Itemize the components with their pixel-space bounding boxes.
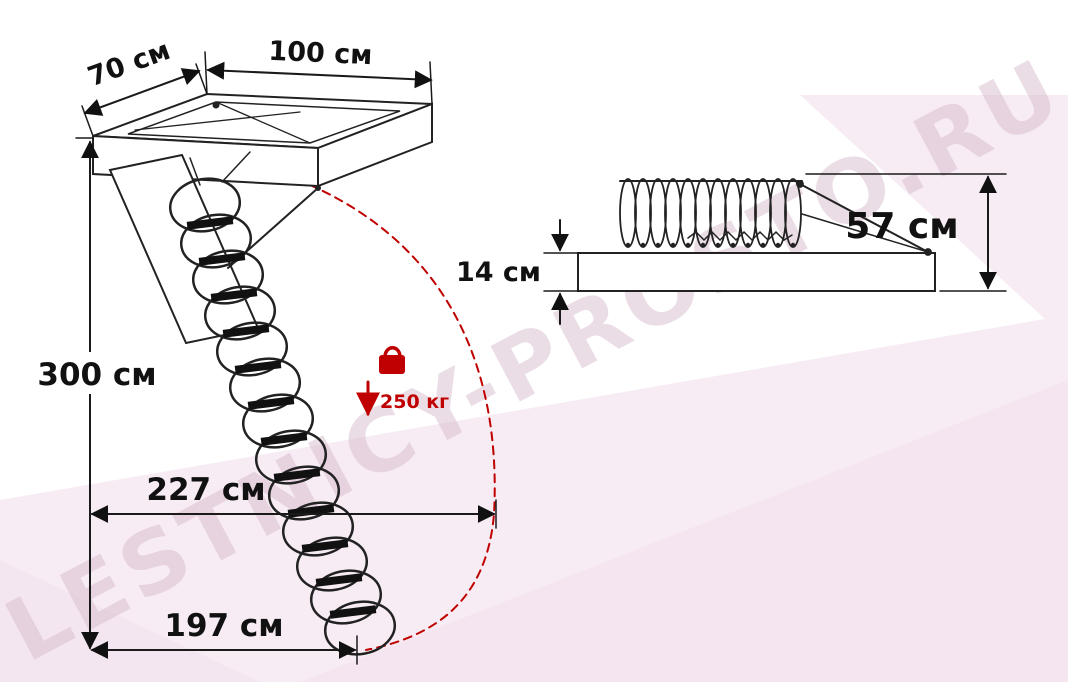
fold-arm-lower [801,213,929,253]
swing-path-curve [309,184,496,651]
fold-arm-upper [799,183,929,253]
hatch-pivot [212,101,220,109]
dim-folded-height: 57 см [805,173,1007,292]
load-indicator: 250 кг [356,346,449,417]
dim-height-label: 300 см [37,357,156,393]
kettlebell-handle [383,346,402,358]
bg-triangle-right [300,380,1068,682]
dim-height-label-bg [26,352,168,394]
dim-width-label: 100 см [268,36,373,72]
dim-depth-arrow [83,68,201,116]
dim-reach: 227 см [90,472,497,529]
dim-folded-label: 57 см [845,206,958,247]
tension-spring [687,230,793,242]
arm-pivot-top [796,180,804,188]
dim-width-arrow [206,61,433,89]
hatch-mechanism-rod-2 [215,101,311,144]
arm-pivot-end [924,248,932,256]
lid-box [577,252,936,292]
dim-lid-thickness: 14 см [456,219,581,325]
dim-width-ext-2 [429,61,433,105]
pack-pivot-dots [625,242,796,248]
dim-lid-label: 14 см [456,257,541,288]
left-diagram: 70 см 100 см 300 см 227 см 197 см [26,35,497,665]
hatch-right-face [317,102,433,188]
lid-strap-2 [221,151,251,183]
dim-base: 197 см [90,608,358,665]
bg-triangle-topright [800,95,1068,340]
dim-width: 100 см [204,36,433,105]
dim-height: 300 см [26,137,168,650]
swing-path [309,184,496,651]
hatch-mechanism-rod-1 [134,111,301,131]
right-diagram: 57 см 14 см [456,173,1007,325]
dim-base-label: 197 см [164,608,283,644]
lid-arm-pivot [315,185,321,191]
weight-icon [379,355,405,374]
load-label: 250 кг [380,391,449,413]
folded-ladder [619,178,932,256]
ladder-steps [186,216,377,619]
dim-reach-label: 227 см [146,472,265,508]
lid-panel [108,153,260,345]
